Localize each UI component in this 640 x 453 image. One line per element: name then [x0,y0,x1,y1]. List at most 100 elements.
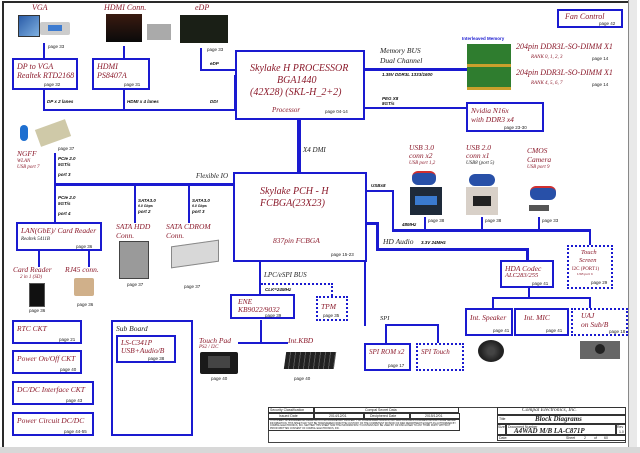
bus-sata-cdrom [188,185,190,223]
tpm-page: page 35 [323,313,340,318]
bus-hda-a [366,222,378,225]
spi-touch-title: SPI Touch [421,348,450,356]
cmos-line1: CMOS [527,146,548,155]
of-label: of [594,436,597,440]
bus-hda-c [376,248,528,251]
ene-block[interactable]: ENE KB9022/9032 page 39 [230,294,295,319]
bus-rj45 [88,250,90,267]
nvidia-line1: Nvidia N16x [471,106,509,115]
rev-cell: Rev 1.0 [616,424,626,435]
deciphered-label: Deciphered Date [370,414,397,418]
rtc-title: RTC CKT [17,324,47,333]
bus-hdmi-link [123,46,125,61]
bus-hda-b [376,222,379,250]
security-value: Compal Secret Data [365,408,397,412]
processor-line3: (42X28) (SKL-H_2+2) [250,87,342,98]
dp-lanes-label: DP x 2 lanes [47,99,74,104]
pch-page: page 15-23 [331,252,354,257]
usb20-port-image [466,187,498,215]
power-circuit-title: Power Circuit DC/DC [17,416,85,425]
sata-hdd-line1: SATA HDD [116,222,151,231]
bus-lpc-horizontal [259,279,261,281]
bus-usb-main [392,229,590,232]
int-mic-title: Int. MIC [524,313,550,322]
deciphered-label-cell: Deciphered Date [364,413,410,419]
usb20-line3: USB8 (port 5) [466,161,495,166]
sub-board-block[interactable]: Sub Board LS-C341P USB+Audio/B page 38 [111,320,193,436]
touch-pad-line2: PS2 / I2C [199,345,219,350]
vga-port-image [40,22,70,35]
security-label: Security Classification [270,408,305,412]
nvidia-block[interactable]: Nvidia N16x with DDR3 x4 page 23-30 [466,102,544,132]
hda-codec-block[interactable]: HDA Codec ALC283/255 page 41 [500,260,554,288]
sata-hdd-page: page 37 [127,282,144,287]
issued-label: Issued Date [279,414,298,418]
pcie-port4-b: 5GT/s [58,201,71,206]
int-mic-block[interactable]: Int. MIC page 41 [514,308,569,336]
rtc-page: page 21 [59,337,76,342]
usb30-line2: conn x2 [409,151,433,160]
bus-card-reader [38,250,40,267]
x4-dmi-label: X4 DMI [303,146,326,154]
tpm-block[interactable]: TPM page 35 [316,296,348,321]
flexible-io-label: Flexible IO [196,172,229,180]
bus-lpc-vertical [259,260,261,295]
hdmi-line2: PS8407A [97,71,127,80]
bus-uaj-drop [589,297,591,309]
dcdc-interface-block[interactable]: DC/DC Interface CKT page 43 [12,381,94,405]
pch-block[interactable]: Skylake PCH - H FCBGA(23X23) 837pin FCBG… [233,172,367,262]
pch-sub: 837pin FCBGA [273,236,320,245]
bus-ec-horizontal [238,342,288,344]
dp-to-vga-block[interactable]: DP to VGA Realtek RTD2168 page 32 [12,58,78,90]
bus-edp-vertical [200,48,202,70]
usb30-page: page 38 [428,218,445,223]
dimm2-image [467,67,511,90]
power-circuit-block[interactable]: Power Circuit DC/DC page 44-55 [12,412,94,436]
dp-to-vga-line2: Realtek RTD2168 [17,71,75,80]
ls-c341p-line1: LS-C341P [121,338,153,347]
spi-rom-block[interactable]: SPI ROM x2 page 17 [364,343,411,371]
processor-page: page 04-14 [325,109,348,114]
int-speaker-block[interactable]: Int. Speaker page 41 [465,308,513,336]
bus-lpc-tpm [261,283,333,299]
speaker-image [478,340,504,362]
power-onoff-block[interactable]: Power On/Off CKT page 40 [12,350,82,374]
sd-card-image [29,283,45,307]
touch-screen-block[interactable]: Touch Screen I2C (PORT1) USB port 6 page… [567,245,613,289]
rtc-block[interactable]: RTC CKT page 21 [12,320,82,344]
uaj-line1: UAJ [581,311,595,320]
fan-control-block[interactable]: Fan Control page 42 [557,9,623,28]
pch-line1: Skylake PCH - H [260,186,329,197]
bus-ec-down [260,320,262,343]
cmos-line2: Camera [527,155,552,164]
issued-label-cell: Issued Date [268,413,314,419]
int-kbd-page: page 40 [294,376,311,381]
bus-dp-vertical [43,88,45,110]
ngff-line2: WLAN [17,159,31,164]
dimm1-title: 204pin DDR3L-SO-DIMM X1 [516,42,613,51]
fan-control-page: page 42 [599,21,616,26]
bus-edp-horizontal [200,69,236,71]
bus-memory [363,68,470,71]
spi-touch-block[interactable]: SPI Touch [416,343,464,371]
spi-label: SPI [380,315,390,322]
card-reader-page: page 36 [29,308,46,313]
doc-number-label: Document Number [508,425,538,429]
uaj-block[interactable]: UAJ on Sub/B page 18 [571,308,628,336]
pcie-port3-a: PCIe 2.0 [58,156,76,161]
nvidia-page: page 23-30 [504,125,527,130]
hd-audio-spec-label: 3.3V 24MHz [421,240,446,245]
processor-block[interactable]: Skylake H PROCESSOR BGA1440 (42X28) (SKL… [235,50,365,120]
bus-ddi-horizontal [43,109,235,111]
cmos-usb-logo-icon [530,186,556,200]
ls-c341p-block[interactable]: LS-C341P USB+Audio/B page 38 [116,335,176,363]
lpc-clk-label: CLK=24MHz [265,287,292,292]
issued-value: 2014/12/01 [329,414,347,418]
hdmi-page: page 31 [124,82,141,87]
hdmi-block[interactable]: HDMI PS8407A page 31 [92,58,150,90]
ene-line1: ENE [238,297,253,306]
card-reader-line2: 2 in 1 (SD) [20,275,43,280]
lan-block[interactable]: LAN(GbE)/ Card Reader Realtek 5411B page… [16,222,102,251]
hd-audio-label: HD Audio [383,237,414,246]
dimm2-rank: RANK 4, 5, 6, 7 [531,81,563,86]
